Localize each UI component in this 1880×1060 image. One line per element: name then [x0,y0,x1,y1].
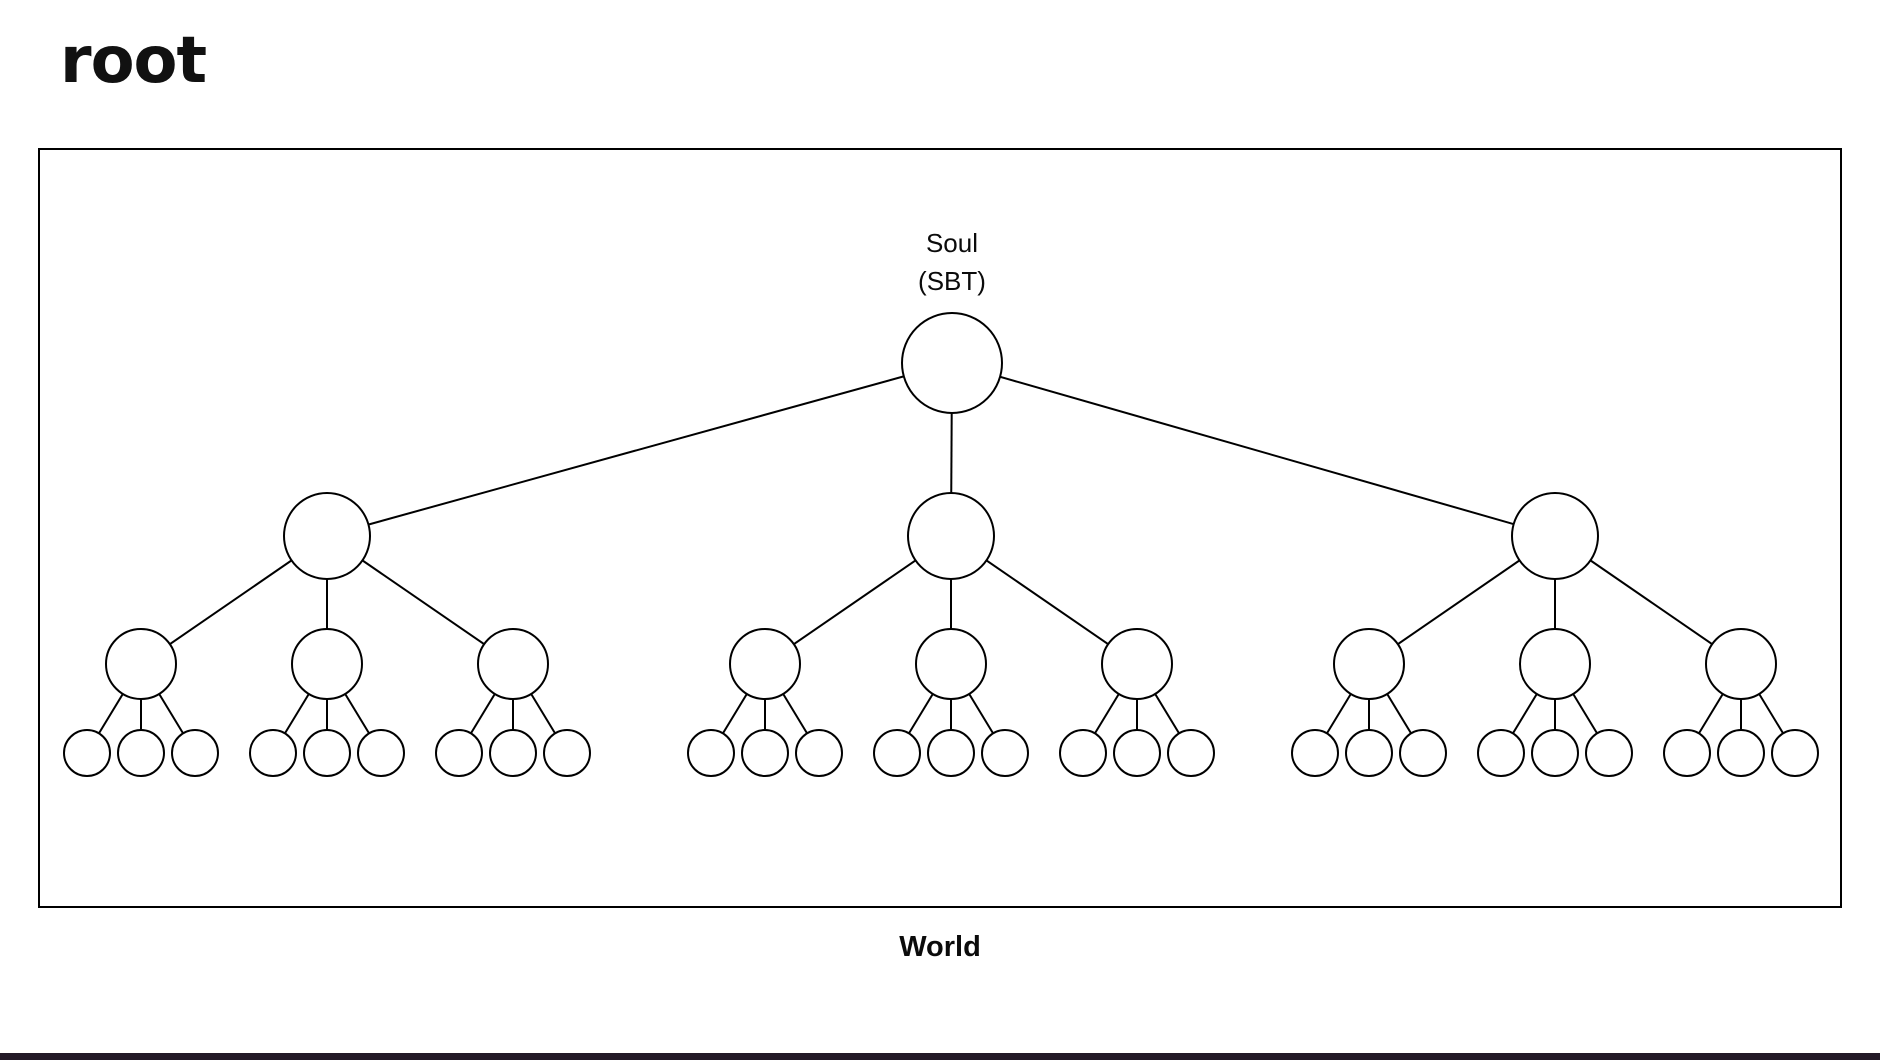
world-caption: World [899,931,981,963]
root-node-label-line1: Soul [925,228,979,258]
root-node-label-line2: (SBT) [918,266,986,296]
root-node-label: Soul (SBT) [852,224,1052,300]
bottom-bar [0,1053,1880,1060]
page-title: root [60,24,207,98]
